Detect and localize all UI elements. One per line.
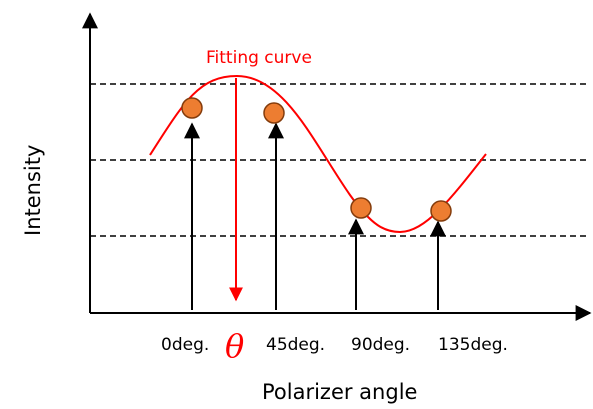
x-axis-label: Polarizer angle	[262, 380, 417, 404]
data-point-0deg	[181, 97, 203, 119]
data-point-45deg	[263, 102, 285, 124]
tick-label-90deg: 90deg.	[351, 335, 410, 355]
data-point-135deg	[430, 200, 452, 222]
tick-label-135deg: 135deg.	[438, 335, 508, 355]
tick-label-0deg: 0deg.	[161, 335, 209, 355]
y-axis-label: Intensity	[21, 145, 45, 236]
data-point-90deg	[350, 197, 372, 219]
fitting-curve-label: Fitting curve	[206, 48, 312, 68]
fitting-curve	[149, 74, 487, 234]
theta-symbol: θ	[225, 327, 244, 365]
tick-label-45deg: 45deg.	[266, 335, 325, 355]
